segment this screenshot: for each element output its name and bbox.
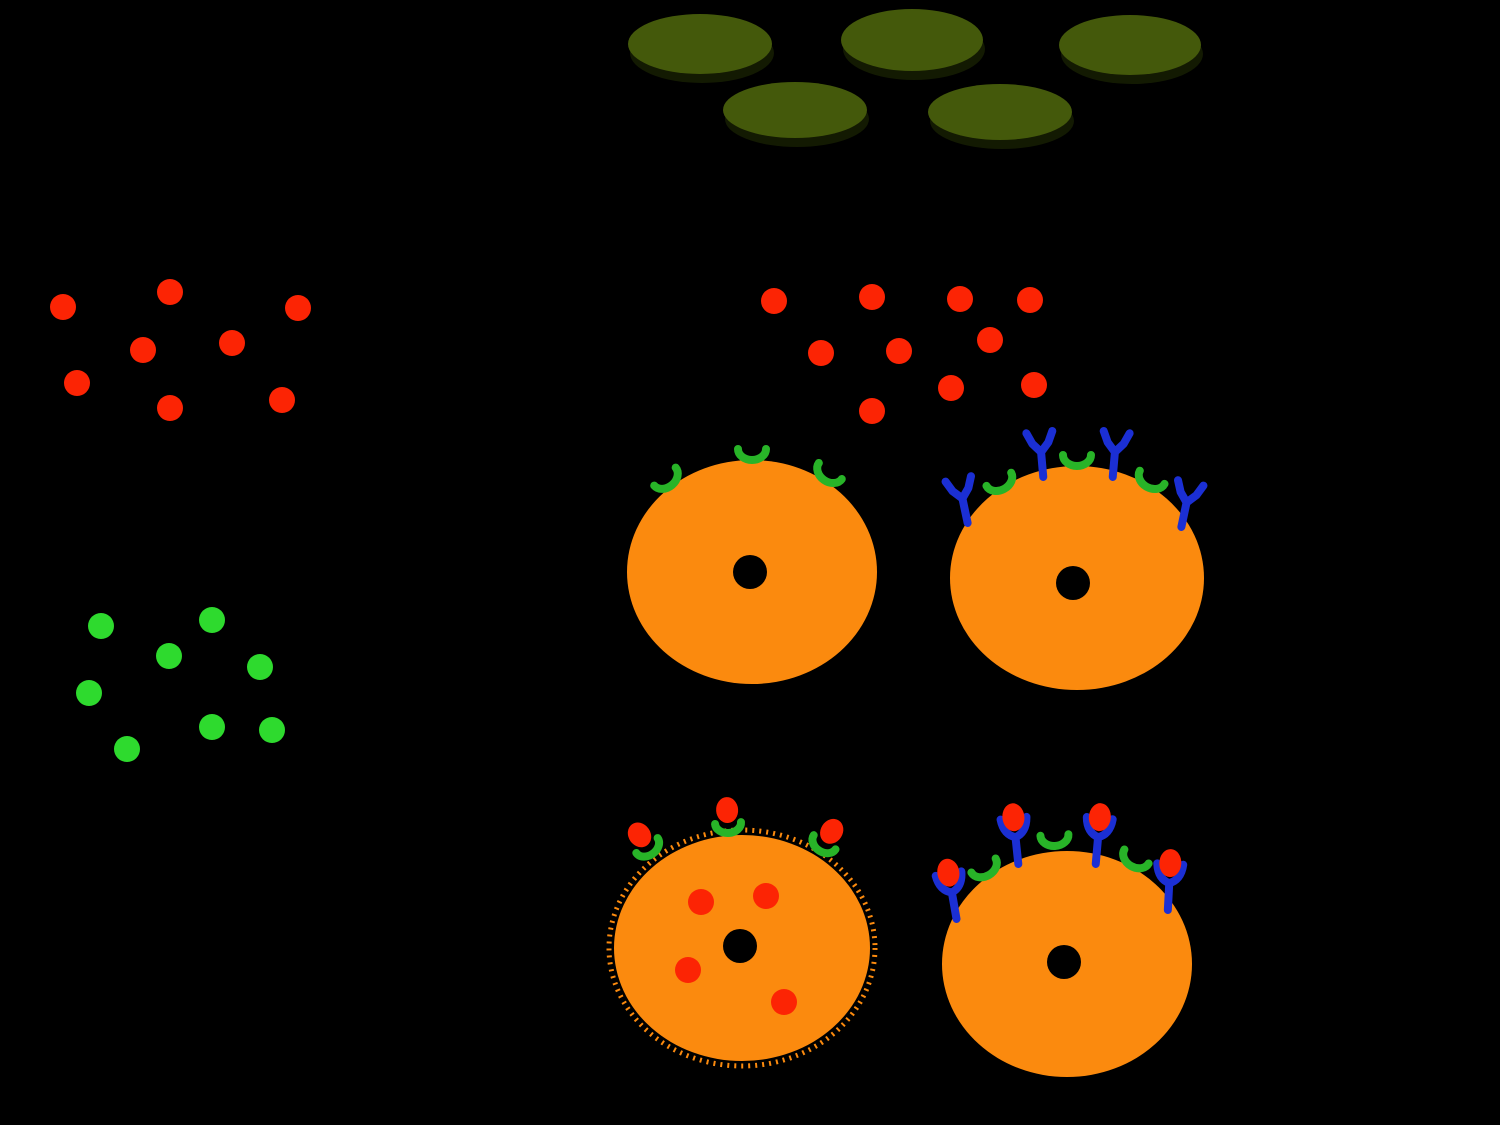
cell-protected-by-antibodies — [931, 803, 1192, 1077]
bound-toxin — [937, 858, 960, 887]
toxin-dot — [64, 370, 90, 396]
internal-toxin-dot — [771, 989, 797, 1015]
receptor — [734, 445, 770, 464]
receptor-cup — [632, 834, 664, 861]
bacterium — [628, 14, 772, 74]
toxin-dot — [219, 330, 245, 356]
toxin-dot — [808, 340, 834, 366]
cell-nucleus — [1047, 945, 1081, 979]
bacterium — [723, 82, 867, 138]
toxin-dot — [938, 375, 964, 401]
receptor-cup — [1036, 830, 1073, 851]
antibody-bound-toxin — [1153, 849, 1188, 914]
internal-toxin-dot — [675, 957, 701, 983]
receptor-bound-toxin — [711, 797, 745, 838]
antibody — [941, 472, 975, 527]
bound-toxin — [627, 822, 652, 848]
toxin-dot — [1017, 287, 1043, 313]
receptor-cup — [967, 854, 1001, 882]
toxin-dot — [157, 279, 183, 305]
antibody-y — [996, 812, 1031, 868]
bound-toxin — [820, 818, 844, 844]
receptor — [1059, 451, 1095, 470]
green-molecule-dot — [247, 654, 273, 680]
cell-nucleus — [733, 555, 767, 589]
antibody-bound-toxin — [931, 858, 966, 923]
toxin-dot — [130, 337, 156, 363]
bound-toxin — [716, 797, 739, 824]
antibody-y — [1153, 859, 1188, 914]
internal-toxin-dot — [688, 889, 714, 915]
toxin-dot — [50, 294, 76, 320]
receptor — [967, 854, 1001, 882]
antibody-y — [931, 867, 966, 923]
cell-dotted-border — [606, 827, 878, 1069]
bound-toxin — [1088, 803, 1111, 832]
toxin-dot — [947, 286, 973, 312]
green-molecule-dot — [76, 680, 102, 706]
receptor-cup — [711, 818, 745, 838]
green-molecule-dot — [259, 717, 285, 743]
receptor — [813, 458, 846, 488]
bacterium — [1059, 15, 1201, 75]
receptor-cup — [982, 468, 1017, 495]
receptor-cup — [650, 463, 682, 493]
receptor-cup — [1134, 466, 1169, 493]
receptor — [1134, 466, 1169, 493]
receptor-cup — [734, 445, 770, 464]
green-molecule-dot — [199, 714, 225, 740]
receptor — [1036, 830, 1073, 851]
toxin-dot — [977, 327, 1003, 353]
toxin-dot — [761, 288, 787, 314]
toxin-dot — [269, 387, 295, 413]
toxin-dot — [157, 395, 183, 421]
toxin-dot — [285, 295, 311, 321]
green-molecule-dot — [114, 736, 140, 762]
receptor — [1119, 845, 1153, 873]
bound-toxin — [1159, 849, 1182, 878]
receptor-cup — [1119, 845, 1153, 873]
bacterium — [841, 9, 983, 71]
antibody — [1022, 427, 1057, 481]
receptor-bound-toxin — [627, 822, 664, 861]
antibody-y — [1022, 427, 1057, 481]
receptor-cup — [1059, 451, 1095, 470]
cell-with-receptors-and-antibodies — [941, 427, 1208, 690]
receptor-bound-toxin — [808, 818, 844, 858]
toxin-dot — [859, 398, 885, 424]
green-molecule-dot — [88, 613, 114, 639]
cell-intoxicated-dotted-membrane — [606, 797, 878, 1069]
cell-with-receptors — [627, 445, 877, 684]
receptor — [650, 463, 682, 493]
green-molecule-dot — [156, 643, 182, 669]
bound-toxin — [1002, 803, 1025, 832]
antibody-bound-toxin — [1082, 803, 1117, 868]
receptor-cup — [813, 458, 846, 488]
bacterium — [928, 84, 1072, 140]
receptor-cup — [808, 831, 840, 858]
toxin-dot — [859, 284, 885, 310]
antibody — [1174, 476, 1208, 531]
antibody-y — [941, 472, 975, 527]
internal-toxin-dot — [753, 883, 779, 909]
antibody-y — [1082, 813, 1117, 868]
antibody — [1099, 427, 1134, 481]
antibody-y — [1099, 427, 1134, 481]
cell-nucleus — [1056, 566, 1090, 600]
antibody-bound-toxin — [996, 803, 1031, 868]
cell-nucleus — [723, 929, 757, 963]
green-molecule-dot — [199, 607, 225, 633]
antibody-y — [1174, 476, 1208, 531]
receptor — [982, 468, 1017, 495]
toxin-dot — [886, 338, 912, 364]
toxin-dot — [1021, 372, 1047, 398]
